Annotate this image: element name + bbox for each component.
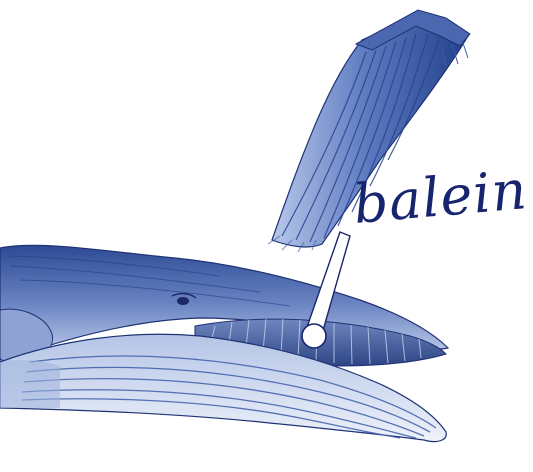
whale-head [0, 245, 448, 441]
baleen-label: balein [351, 163, 529, 232]
whale-eye [177, 297, 189, 305]
